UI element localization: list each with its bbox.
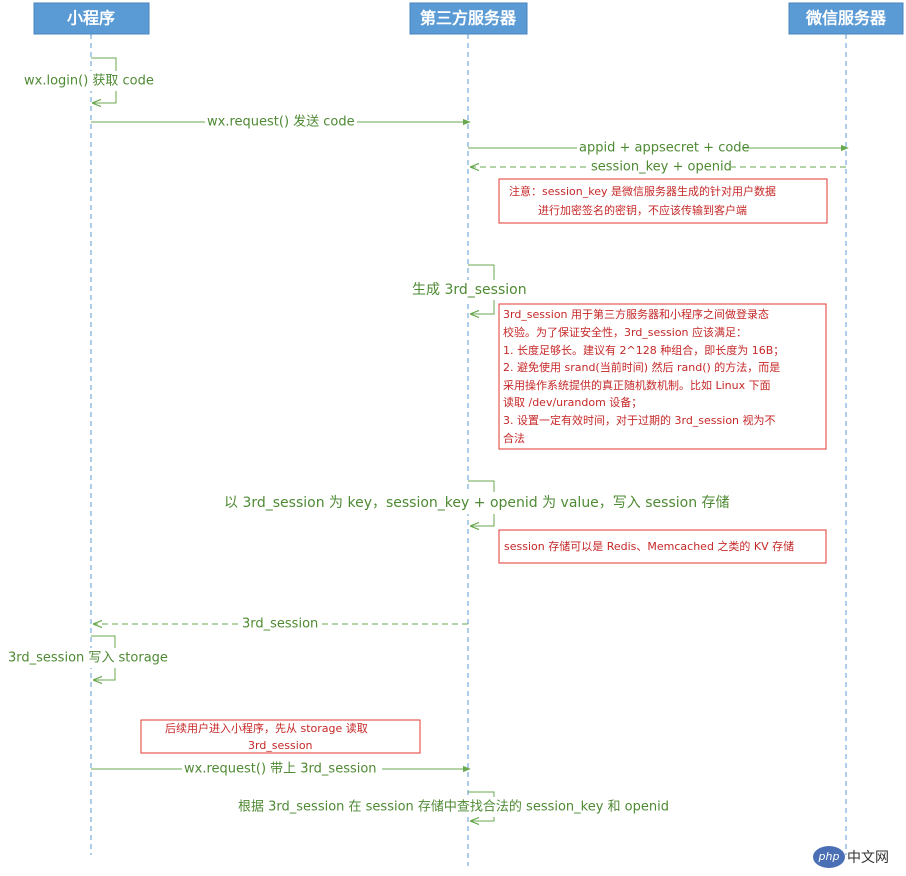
step-store-label: 以 3rd_session 为 key，session_key + openid…: [224, 495, 730, 511]
step-gen-session: 生成 3rd_session: [410, 264, 530, 314]
step-login-label: wx.login() 获取 code: [24, 74, 154, 89]
step-write-storage: 3rd_session 写入 storage: [6, 635, 176, 680]
step-appid: appid + appsecret + code: [468, 138, 849, 158]
step-request-code-label: wx.request() 发送 code: [207, 114, 355, 130]
note-third-session: 3rd_session 用于第三方服务器和小程序之间做登录态 校验。为了保证安全…: [498, 303, 827, 450]
step-appid-label: appid + appsecret + code: [579, 141, 750, 156]
step-lookup-label: 根据 3rd_session 在 session 存储中查找合法的 sessio…: [238, 799, 669, 815]
actor-miniprogram: 小程序: [33, 2, 150, 35]
actor-thirdparty: 第三方服务器: [409, 2, 528, 35]
step-return-session: 3rd_session: [94, 614, 468, 634]
note-third-session-line-1: 3rd_session 用于第三方服务器和小程序之间做登录态: [503, 307, 769, 321]
step-return-session-label: 3rd_session: [242, 617, 318, 632]
note-subsequent: 后续用户进入小程序，先从 storage 读取 3rd_session: [140, 719, 421, 754]
step-write-storage-label: 3rd_session 写入 storage: [8, 651, 168, 666]
step-session-key: session_key + openid: [471, 157, 846, 177]
step-lookup: 根据 3rd_session 在 session 存储中查找合法的 sessio…: [236, 791, 706, 821]
note-third-session-line-3: 1. 长度足够长。建议有 2^128 种组合，即长度为 16B；: [503, 343, 784, 357]
actor-wechat: 微信服务器: [788, 2, 904, 35]
note-subsequent-line-2: 3rd_session: [248, 739, 313, 752]
note-third-session-line-2: 校验。为了保证安全性，3rd_session 应该满足：: [503, 325, 747, 339]
note-session-key: 注意：session_key 是微信服务器生成的针对用户数据 进行加密签名的密钥…: [498, 178, 828, 224]
note-third-session-line-8: 合法: [503, 431, 525, 445]
actor-wechat-label: 微信服务器: [805, 9, 887, 28]
note-third-session-line-7: 3. 设置一定有效时间，对于过期的 3rd_session 视为不: [503, 413, 776, 427]
actor-miniprogram-label: 小程序: [67, 9, 115, 28]
watermark-text: 中文网: [847, 850, 889, 866]
step-store: 以 3rd_session 为 key，session_key + openid…: [222, 480, 730, 526]
note-third-session-line-4: 2. 避免使用 srand(当前时间) 然后 rand() 的方法，而是: [503, 360, 780, 374]
step-gen-session-label: 生成 3rd_session: [412, 282, 527, 298]
watermark-badge: php: [818, 850, 840, 863]
note-session-key-line-1: 注意：session_key 是微信服务器生成的针对用户数据: [509, 184, 776, 198]
step-request-with-label: wx.request() 带上 3rd_session: [184, 762, 377, 777]
note-third-session-line-5: 采用操作系统提供的真正随机数机制。比如 Linux 下面: [503, 378, 771, 392]
note-storage-line-1: session 存储可以是 Redis、Memcached 之类的 KV 存储: [504, 539, 794, 553]
note-storage: session 存储可以是 Redis、Memcached 之类的 KV 存储: [498, 529, 827, 564]
watermark: php 中文网: [813, 846, 889, 868]
note-session-key-line-2: 进行加密签名的密钥，不应该传输到客户端: [538, 203, 747, 217]
note-third-session-line-6: 读取 /dev/urandom 设备；: [503, 395, 642, 409]
step-request-with: wx.request() 带上 3rd_session: [91, 759, 471, 779]
step-session-key-label: session_key + openid: [591, 160, 732, 175]
note-subsequent-line-1: 后续用户进入小程序，先从 storage 读取: [165, 721, 368, 735]
actor-thirdparty-label: 第三方服务器: [420, 9, 517, 28]
step-request-code: wx.request() 发送 code: [91, 112, 471, 132]
step-login: wx.login() 获取 code: [22, 57, 162, 103]
